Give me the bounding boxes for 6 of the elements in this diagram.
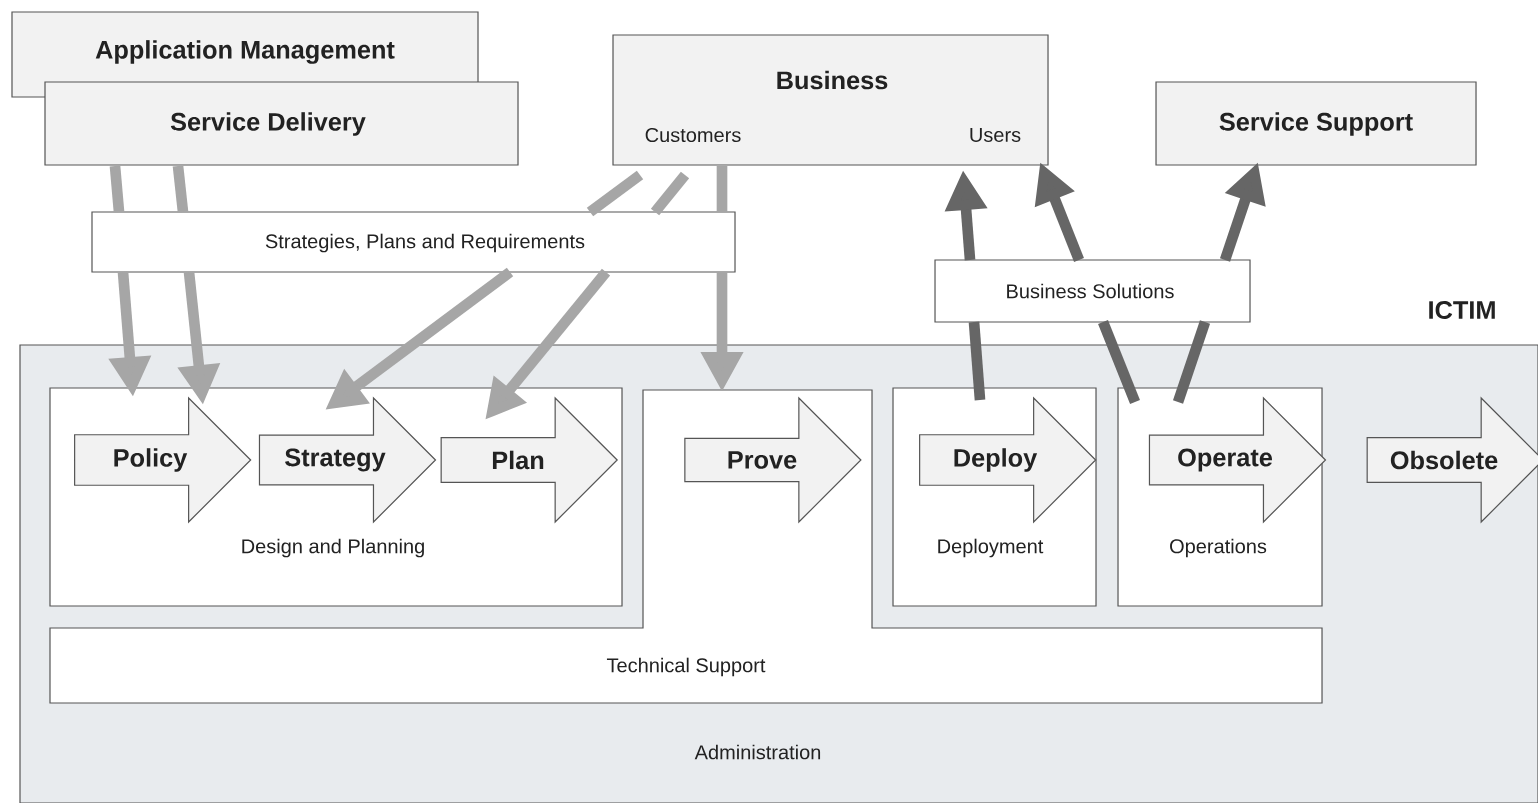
node-label: ICTIM <box>1429 301 1495 319</box>
title-box: Service Delivery <box>44 81 519 166</box>
title-box: Business Customers Users <box>612 34 1049 166</box>
banner-box: Business Solutions <box>934 259 1251 323</box>
banner-box: Strategies, Plans and Requirements <box>91 211 736 273</box>
title-box: Service Support <box>1155 81 1477 166</box>
